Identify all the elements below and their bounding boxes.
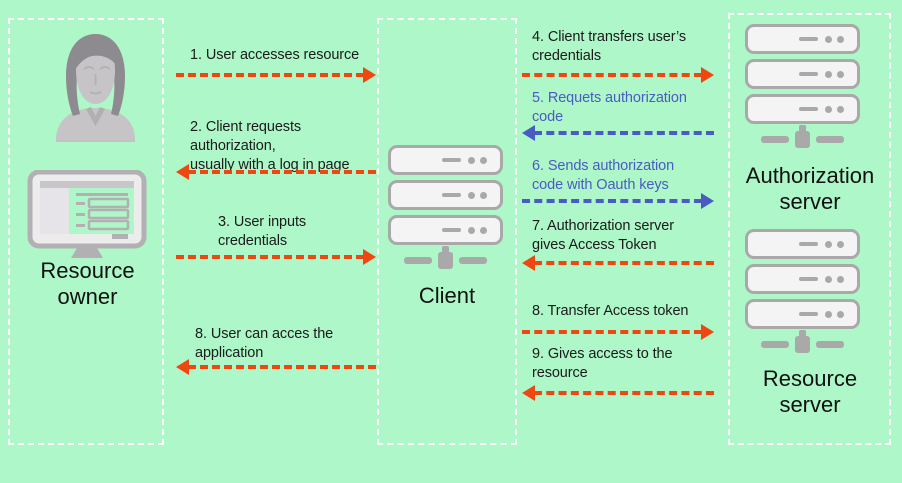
step-3-line2: credentials [218, 233, 288, 250]
step-7-label: 7. Authorization server gives Access Tok… [532, 217, 722, 255]
step-8-user-label: 8. User can acces the application [195, 325, 385, 363]
step-8-arrow-right [522, 324, 714, 340]
server-unit [745, 299, 860, 329]
person-avatar-icon [48, 30, 143, 142]
step-9-label: 9. Gives access to the resource [532, 345, 722, 383]
server-unit [388, 215, 503, 245]
step-5-label: 5. Requets authorization code [532, 89, 722, 127]
step-1-arrow-right [176, 67, 376, 83]
step-1-label: 1. User accesses resource [190, 47, 360, 63]
server-base [745, 124, 860, 149]
step-2-label: 2. Client requests authorization, usuall… [190, 118, 385, 175]
server-unit [745, 24, 860, 54]
authorization-server-stack-icon [745, 24, 860, 149]
step-4-line1: 4. Client transfers user’s [532, 29, 687, 45]
step-6-line2: code with Oauth keys [532, 177, 669, 194]
step-4-line2: credentials [532, 48, 602, 65]
desktop-monitor-icon [27, 169, 147, 260]
resource-server-label-line2: server [779, 392, 841, 418]
step-2-line2: usually with a log in page [190, 157, 350, 174]
client-label: Client [418, 283, 476, 308]
server-unit [745, 94, 860, 124]
step-2-arrow-left [176, 164, 376, 180]
step-7-line1: 7. Authorization server [532, 218, 674, 234]
step-3-arrow-right [176, 249, 376, 265]
step-9-arrow-left [522, 385, 714, 401]
step-4-label: 4. Client transfers user’s credentials [532, 28, 722, 66]
node-label-resource-owner: Resource owner [10, 258, 165, 311]
server-unit [388, 180, 503, 210]
client-server-stack-icon [388, 145, 503, 270]
resource-owner-label-line1: Resource [40, 258, 135, 283]
server-base [745, 329, 860, 354]
server-unit [745, 229, 860, 259]
node-label-resource-server: Resource server [724, 366, 896, 419]
step-5-line1: 5. Requets authorization [532, 90, 687, 106]
step-8-label: 8. Transfer Access token [532, 303, 689, 319]
authorization-server-label-line1: Authorization [745, 163, 875, 188]
resource-server-label-line1: Resource [762, 366, 858, 391]
step-3-label: 3. User inputs credentials [218, 213, 378, 251]
step-5-line2: code [532, 109, 564, 126]
step-8-user-line1: 8. User can acces the [195, 326, 334, 342]
step-5-arrow-left [522, 125, 714, 141]
step-2-line1: 2. Client requests authorization, [190, 119, 302, 155]
step-7-line2: gives Access Token [532, 237, 657, 254]
server-unit [745, 59, 860, 89]
server-unit [388, 145, 503, 175]
node-label-authorization-server: Authorization server [724, 163, 896, 216]
server-base [388, 245, 503, 270]
node-label-client: Client [378, 283, 516, 309]
step-8-user-line2: application [195, 345, 264, 362]
step-9-line2: resource [532, 365, 588, 382]
step-6-arrow-right [522, 193, 714, 209]
step-6-label: 6. Sends authorization code with Oauth k… [532, 157, 722, 195]
step-7-arrow-left [522, 255, 714, 271]
server-unit [745, 264, 860, 294]
step-9-line1: 9. Gives access to the [532, 346, 673, 362]
resource-server-stack-icon [745, 229, 860, 354]
authorization-server-label-line2: server [779, 189, 841, 215]
step-4-arrow-right [522, 67, 714, 83]
step-6-line1: 6. Sends authorization [532, 158, 675, 174]
step-3-line1: 3. User inputs [218, 214, 307, 230]
resource-owner-label-line2: owner [57, 284, 118, 310]
step-8-user-arrow-left [176, 359, 376, 375]
